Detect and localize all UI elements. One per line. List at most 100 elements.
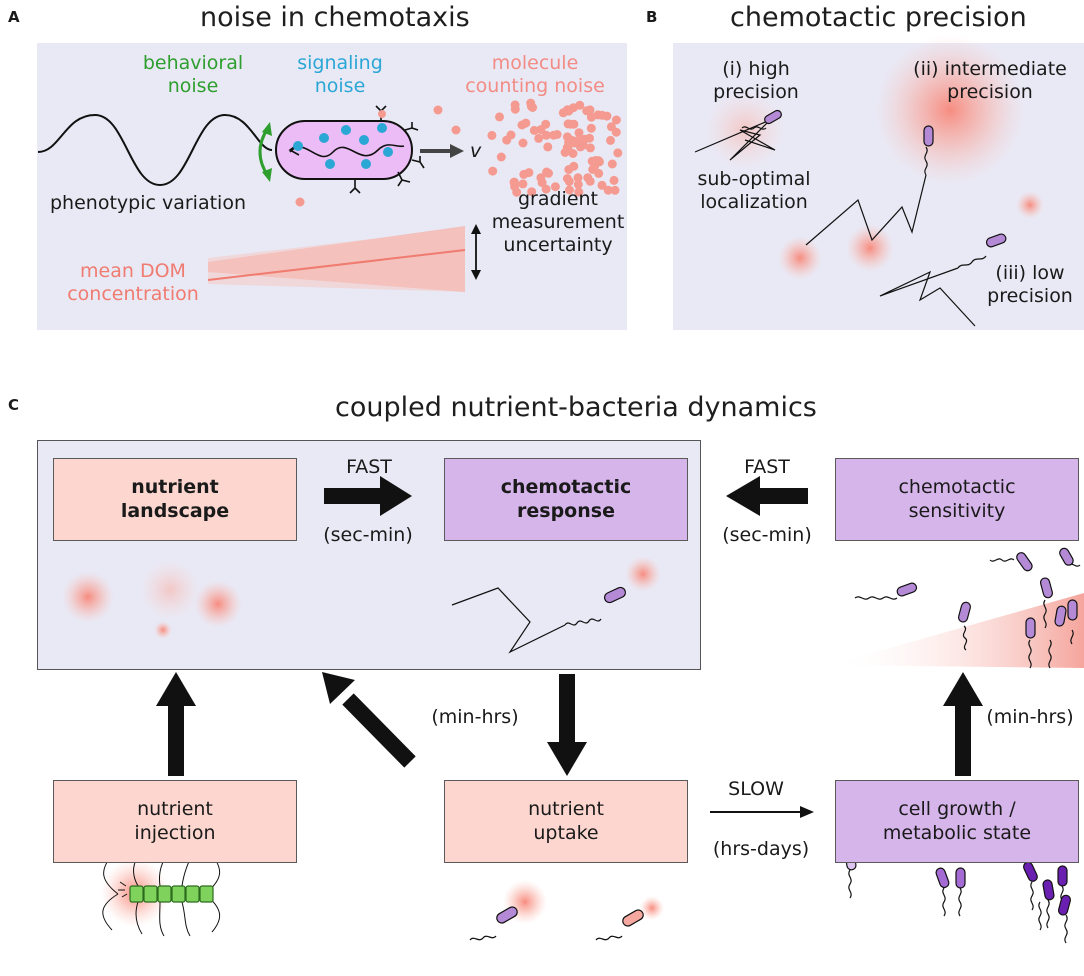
molecule-dot: [519, 169, 529, 179]
cell-growth-box: cell growth / metabolic state: [835, 780, 1079, 863]
phenotypic-variation-label: phenotypic variation: [50, 192, 246, 214]
panel-c-title: coupled nutrient-bacteria dynamics: [335, 392, 817, 423]
velocity-label: v: [470, 140, 482, 162]
fast-label-2: FAST: [744, 456, 790, 478]
slow-label: SLOW: [728, 778, 784, 800]
molecule-dot: [451, 125, 461, 135]
signaling-noise-label: signaling noise: [297, 52, 383, 98]
molecule-dot: [562, 132, 572, 142]
chemotactic-sensitivity-box: chemotactic sensitivity: [835, 458, 1079, 541]
molecule-dot: [564, 177, 574, 186]
nutrient-injection-box: nutrient injection: [53, 780, 297, 863]
molecule-dot: [603, 185, 613, 195]
arrow-response-down: [547, 674, 587, 776]
molecule-dot: [586, 123, 596, 133]
molecule-dot: [611, 115, 621, 125]
molecule-dot: [518, 179, 528, 189]
panel-b-title: chemotactic precision: [730, 2, 1027, 33]
molecule-dot: [609, 175, 619, 185]
molecule-dot: [521, 118, 531, 128]
arrow-injection-up: [156, 672, 196, 776]
low-precision-path: [879, 233, 1007, 327]
high-precision-path: [694, 109, 782, 161]
molecule-dot: [549, 130, 559, 140]
molecule-dot: [566, 119, 576, 129]
molecule-dot: [569, 161, 579, 171]
molecule-dot: [582, 106, 592, 116]
sensitivity-bacteria: [854, 547, 1081, 669]
min-hrs-label-2: (min-hrs): [986, 706, 1074, 728]
chemotactic-sensitivity-label: chemotactic sensitivity: [898, 475, 1016, 522]
fast-time-label-1: (sec-min): [323, 524, 413, 546]
molecule-dot: [613, 148, 623, 158]
suboptimal-localization-label: sub-optimal localization: [697, 168, 811, 214]
panel-b-letter: B: [646, 8, 658, 26]
molecule-dot: [433, 105, 443, 115]
molecule-dot: [563, 105, 572, 115]
nutrient-uptake-label: nutrient uptake: [528, 797, 604, 844]
molecule-dot: [541, 184, 551, 194]
molecule-dot: [607, 159, 617, 169]
gradient-wedge: [207, 226, 466, 292]
molecule-dot: [597, 110, 607, 120]
nutrient-patch-intermediate: [875, 35, 1025, 185]
mean-dom-label: mean DOM concentration: [67, 260, 199, 306]
molecule-dot: [534, 133, 544, 143]
molecule-dots: [295, 98, 623, 207]
molecule-dot: [574, 128, 584, 138]
molecule-dot: [585, 143, 595, 153]
molecule-dot: [573, 180, 583, 189]
fast-arrow-right: [324, 476, 412, 516]
panel-a-background: [37, 43, 627, 330]
molecule-dot: [569, 138, 579, 148]
high-precision-label: (i) high precision: [713, 58, 799, 104]
response-path: [451, 586, 627, 654]
molecule-dot: [585, 133, 594, 143]
intermediate-precision-path: [805, 125, 934, 246]
nutrient-patch-small-3: [1016, 191, 1044, 219]
velocity-arrow-icon: [420, 144, 464, 158]
panel-a-title: noise in chemotaxis: [200, 2, 470, 33]
molecule-dot: [606, 135, 615, 145]
molecule-dot: [527, 187, 537, 197]
behavioral-noise-label: behavioral noise: [142, 52, 244, 98]
filament-icon: [102, 851, 221, 937]
nutrient-landscape-box: nutrient landscape: [53, 458, 297, 541]
uptake-bacteria: [469, 906, 644, 941]
fast-label-1: FAST: [346, 456, 392, 478]
molecule-dot: [594, 168, 604, 178]
molecule-dot: [512, 187, 522, 197]
molecule-counting-noise-label: molecule counting noise: [465, 52, 605, 98]
landscape-nutrient-patches: [62, 556, 661, 639]
panel-c-letter: C: [8, 396, 20, 414]
intermediate-precision-label: (ii) intermediate precision: [913, 58, 1067, 104]
molecule-dot: [606, 122, 616, 132]
molecule-dot: [518, 138, 528, 148]
molecule-dot: [506, 130, 516, 140]
molecule-dot: [295, 197, 305, 207]
behavioral-noise-arrow-icon: [258, 122, 272, 182]
molecule-dot: [573, 173, 583, 183]
uptake-glow-2: [640, 896, 664, 920]
chemotactic-response-label: chemotactic response: [500, 475, 632, 522]
chemotactic-response-box: chemotactic response: [444, 458, 688, 541]
molecule-dot: [574, 187, 584, 197]
wavy-trajectory: [37, 113, 273, 187]
min-hrs-label-1: (min-hrs): [431, 706, 519, 728]
molecule-dot: [510, 104, 520, 114]
molecule-dot: [495, 112, 504, 122]
low-precision-label: (iii) low precision: [987, 262, 1073, 308]
slow-time-label: (hrs-days): [712, 838, 810, 860]
nutrient-patch-small-1: [778, 236, 822, 280]
nutrient-patch-small-2: [846, 224, 894, 272]
molecule-dot: [610, 185, 620, 195]
molecule-dot: [536, 125, 546, 135]
molecule-dot: [565, 185, 574, 195]
bacterium-cell-icon: [275, 105, 425, 194]
nutrient-injection-label: nutrient injection: [134, 797, 216, 844]
growth-bacteria: [844, 849, 1072, 944]
molecule-dot: [529, 125, 539, 135]
molecule-dot: [509, 177, 519, 187]
molecule-dot: [526, 98, 536, 108]
